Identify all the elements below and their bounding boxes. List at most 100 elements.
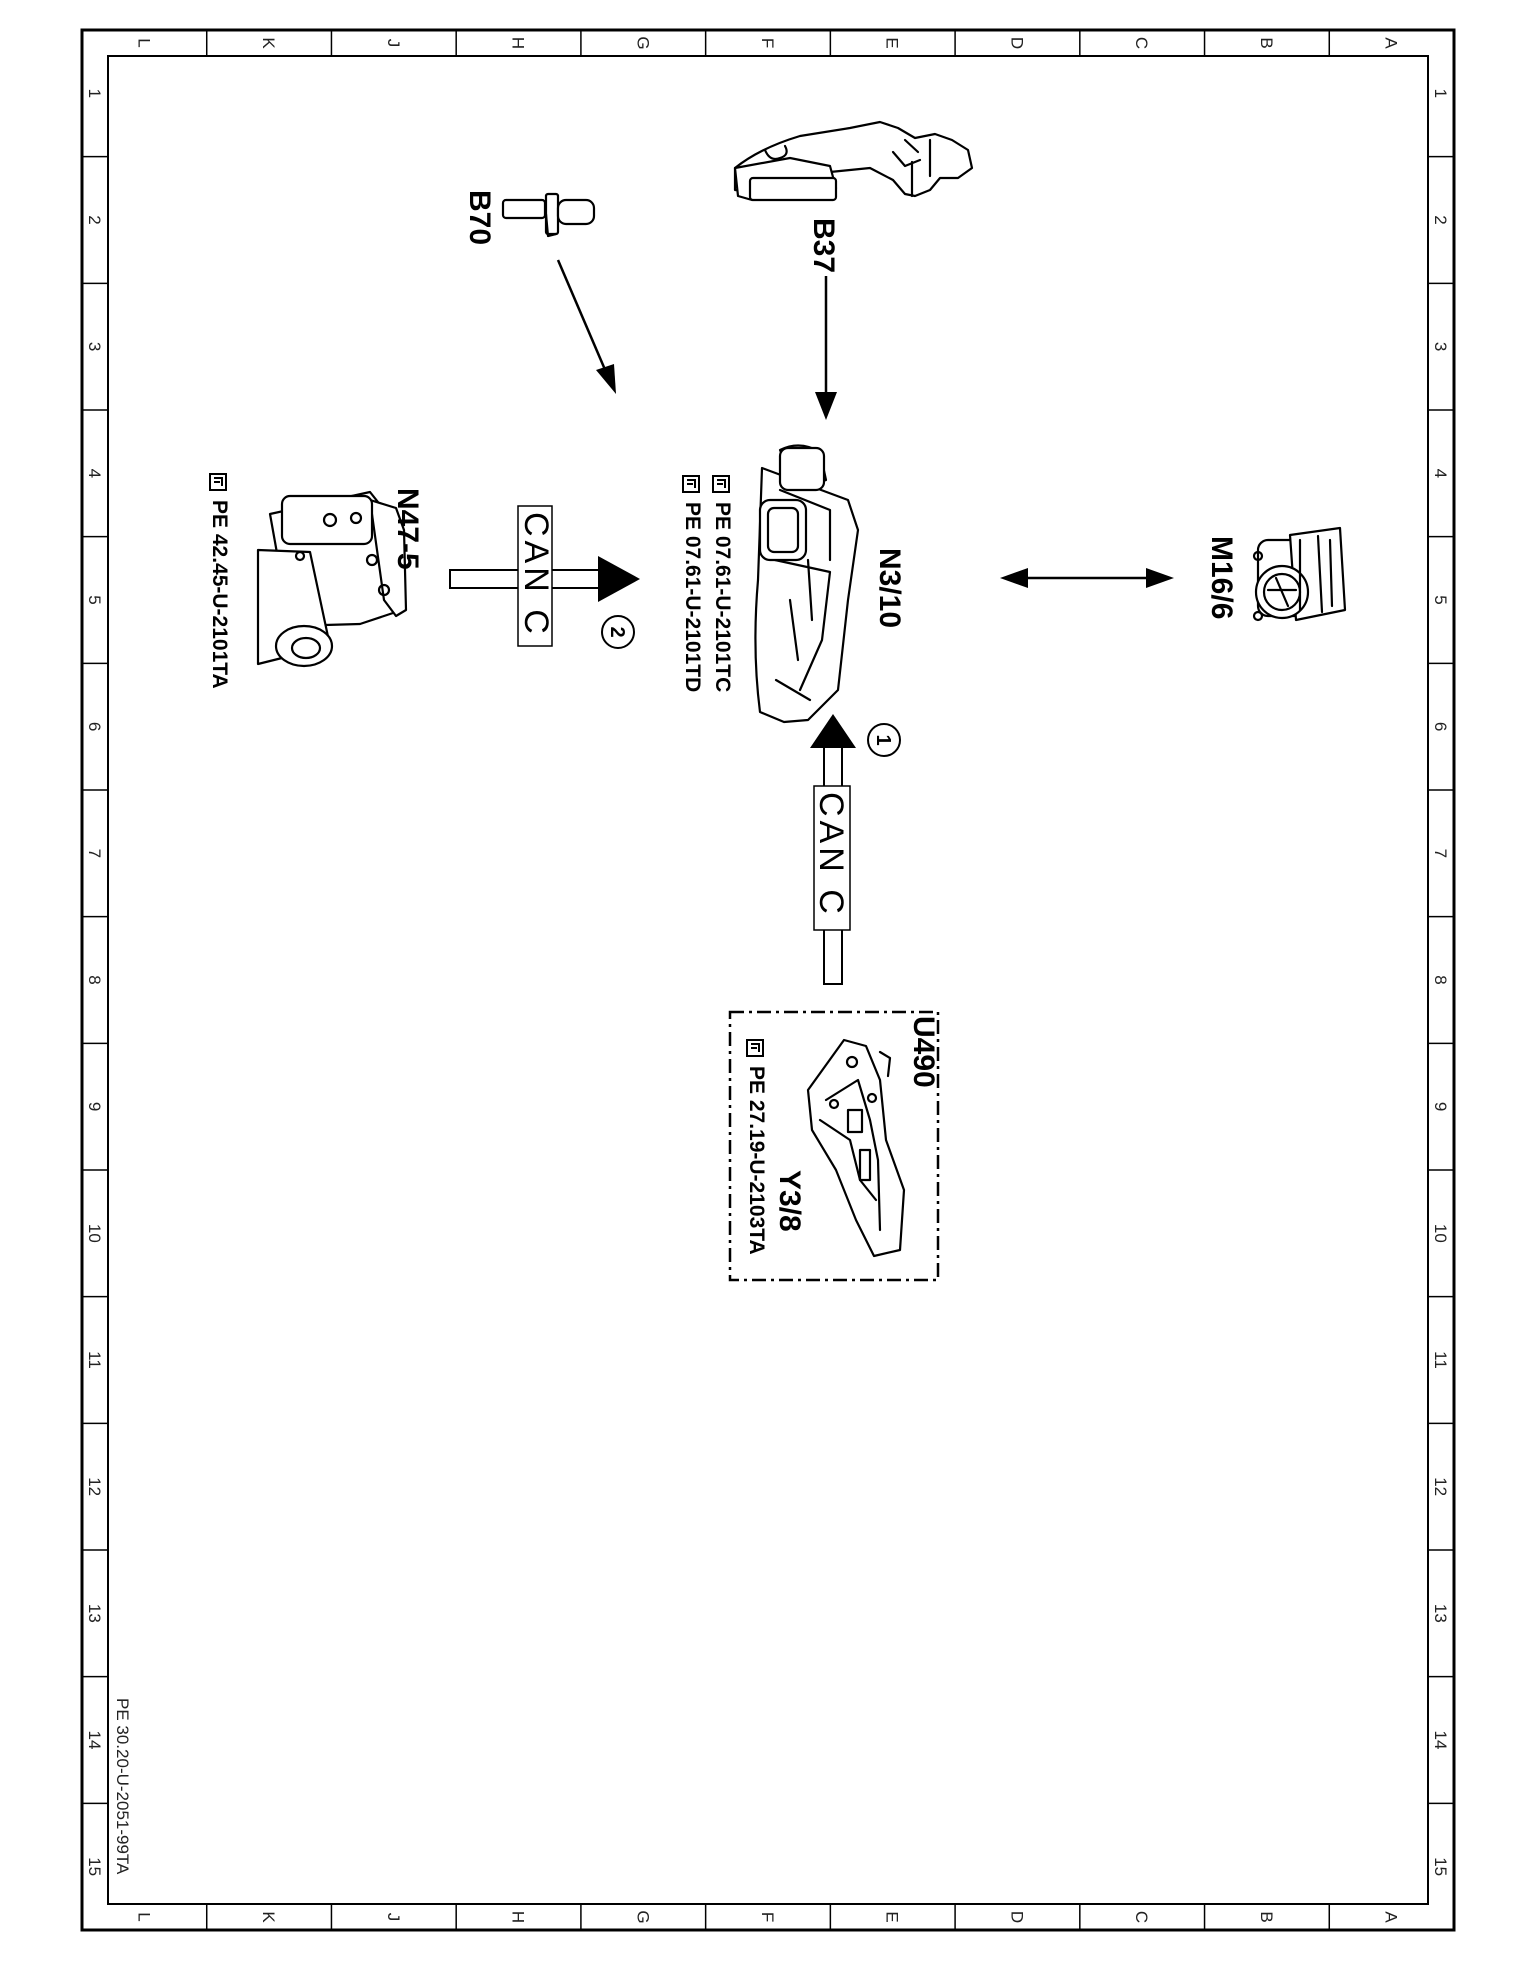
can-c-1-label: CAN C xyxy=(812,792,850,918)
grid-number-left: 7 xyxy=(85,849,104,858)
grid-number-left: 3 xyxy=(85,342,104,351)
n47-5-ref-1-text: PE 42.45-U-2101TA xyxy=(208,500,231,689)
y3-8-ref-1-text: PE 27.19-U-2103TA xyxy=(745,1066,768,1255)
grid-number-right: 4 xyxy=(1431,469,1450,478)
grid-ticks xyxy=(81,29,1455,1931)
grid-letter-top: E xyxy=(883,37,902,48)
grid-number-left: 4 xyxy=(85,469,104,478)
grid-number-right: 7 xyxy=(1431,849,1450,858)
grid-number-left: 11 xyxy=(85,1351,104,1369)
can-c-2-marker: 2 xyxy=(606,626,628,637)
b70-arrowhead xyxy=(596,364,616,394)
grid-number-left: 5 xyxy=(85,595,104,604)
grid-letter-top: G xyxy=(633,36,652,49)
y3-8-ref-1[interactable]: PE 27.19-U-2103TA xyxy=(745,1039,768,1255)
b70-label: B70 xyxy=(463,190,496,245)
grid-number-left: 9 xyxy=(85,1102,104,1111)
grid-letter-top: L xyxy=(134,38,153,47)
grid-number-right: 13 xyxy=(1431,1604,1450,1623)
hand-pointer-icon xyxy=(209,473,227,491)
grid-number-right: 3 xyxy=(1431,342,1450,351)
grid-number-left: 12 xyxy=(85,1477,104,1496)
grid-number-right: 14 xyxy=(1431,1731,1450,1750)
grid-number-left: 13 xyxy=(85,1604,104,1623)
can-c-2-label-box xyxy=(517,505,553,647)
grid-number-right: 6 xyxy=(1431,722,1450,731)
grid-letter-top: H xyxy=(509,37,528,49)
grid-letter-bottom: J xyxy=(384,1913,403,1922)
grid-number-right: 9 xyxy=(1431,1102,1450,1111)
grid-letter-bottom: H xyxy=(509,1911,528,1923)
grid-letter-bottom: D xyxy=(1007,1911,1026,1923)
grid-number-right: 2 xyxy=(1431,215,1450,224)
grid-number-right: 15 xyxy=(1431,1857,1450,1876)
b37-arrowhead xyxy=(815,392,837,420)
grid-number-left: 6 xyxy=(85,722,104,731)
m16-6-arrowhead-right xyxy=(1146,568,1174,588)
n3-10-ref-2[interactable]: PE 07.61-U-2101TD xyxy=(681,475,704,692)
grid-number-left: 8 xyxy=(85,975,104,984)
can-c-1-label-box xyxy=(813,785,851,931)
can-c-2-arrowhead xyxy=(598,556,640,602)
b70-signal-line xyxy=(556,259,608,373)
b37-pedal-sensor-icon[interactable] xyxy=(733,120,974,202)
grid-letter-top: A xyxy=(1382,37,1401,49)
n47-5-esp-control-unit-icon[interactable] xyxy=(256,490,408,668)
grid-number-right: 12 xyxy=(1431,1477,1450,1496)
can-c-1-marker-circle xyxy=(867,723,901,757)
inner-frame xyxy=(107,55,1429,1905)
grid-number-right: 8 xyxy=(1431,975,1450,984)
y3-8-valve-body-icon[interactable] xyxy=(806,1038,906,1258)
document-code: PE 30.20-U-2051-99TA xyxy=(113,1698,132,1875)
n3-10-label: N3/10 xyxy=(873,548,906,628)
hand-pointer-icon xyxy=(746,1039,764,1057)
y3-8-label: Y3/8 xyxy=(773,1170,806,1232)
grid-number-left: 15 xyxy=(85,1857,104,1876)
n3-10-engine-control-unit-icon[interactable] xyxy=(754,444,860,724)
grid-number-right: 10 xyxy=(1431,1224,1450,1243)
grid-letter-top: F xyxy=(758,38,777,48)
grid-letter-bottom: L xyxy=(134,1912,153,1921)
grid-letter-bottom: F xyxy=(758,1912,777,1922)
grid-number-right: 5 xyxy=(1431,595,1450,604)
u490-label: U490 xyxy=(907,1016,940,1088)
hand-pointer-icon xyxy=(712,475,730,493)
grid-number-right: 11 xyxy=(1431,1351,1450,1369)
can-c-link-1[interactable]: CAN C 1 xyxy=(810,714,901,985)
b37-label: B37 xyxy=(807,218,840,273)
grid-letter-top: D xyxy=(1007,37,1026,49)
can-c-1-marker: 1 xyxy=(872,734,894,745)
n3-10-ref-1[interactable]: PE 07.61-U-2101TC xyxy=(711,475,734,692)
grid-number-left: 14 xyxy=(85,1731,104,1750)
outer-frame xyxy=(80,28,1456,1932)
grid-number-right: 1 xyxy=(1431,89,1450,98)
can-c-1-arrowhead xyxy=(810,714,856,748)
grid-letter-top: J xyxy=(384,39,403,48)
n47-5-label: N47-5 xyxy=(391,488,424,570)
grid-letter-bottom: E xyxy=(883,1911,902,1922)
m16-6-throttle-actuator-icon[interactable] xyxy=(1252,526,1347,622)
grid-number-left: 2 xyxy=(85,215,104,224)
n3-10-ref-2-text: PE 07.61-U-2101TD xyxy=(681,502,704,692)
grid-letter-top: C xyxy=(1132,37,1151,49)
n47-5-ref-1[interactable]: PE 42.45-U-2101TA xyxy=(208,473,231,689)
can-c-link-2[interactable]: CAN C 2 xyxy=(449,505,640,649)
m16-6-arrowhead-left xyxy=(1000,568,1028,588)
hand-pointer-icon xyxy=(682,475,700,493)
n3-10-ref-1-text: PE 07.61-U-2101TC xyxy=(711,502,734,692)
can-c-2-marker-circle xyxy=(601,615,635,649)
grid-letter-bottom: G xyxy=(633,1910,652,1923)
grid-letter-top: K xyxy=(259,37,278,49)
grid-letter-bottom: B xyxy=(1257,1911,1276,1922)
u490-boundary-box xyxy=(728,1010,940,1282)
m16-6-label: M16/6 xyxy=(1205,536,1238,619)
grid-letter-bottom: C xyxy=(1132,1911,1151,1923)
grid-number-left: 10 xyxy=(85,1224,104,1243)
b70-sensor-icon[interactable] xyxy=(501,192,596,238)
grid-letter-bottom: K xyxy=(259,1911,278,1923)
can-c-2-label: CAN C xyxy=(517,512,555,638)
grid-letter-bottom: A xyxy=(1382,1911,1401,1923)
grid-letter-top: B xyxy=(1257,37,1276,48)
